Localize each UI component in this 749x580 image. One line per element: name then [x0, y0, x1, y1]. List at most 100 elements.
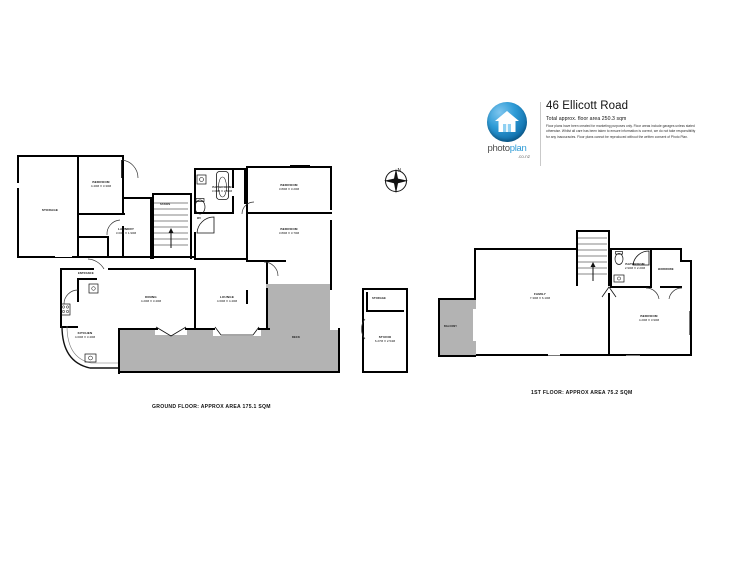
wall [118, 328, 158, 331]
room-label-storage-2: STORAGE [372, 297, 386, 300]
wall [60, 270, 63, 288]
wall [17, 188, 20, 258]
first-floor-plan: FAMILY 7.30m x 6.10m BATHROOM 2.90m x 2.… [430, 215, 720, 405]
wall [185, 328, 215, 331]
door-arc [645, 287, 660, 300]
wall [338, 328, 341, 373]
wall [77, 278, 97, 281]
wall [196, 212, 232, 215]
door-arc [361, 318, 366, 340]
room-name: LAUNDRY [117, 227, 135, 231]
wall [246, 166, 332, 169]
wall [680, 260, 692, 263]
room-name: KITCHEN [77, 331, 93, 335]
door-arc [63, 289, 79, 305]
wall [190, 193, 193, 259]
disclaimer-text: Floor plans have been created for market… [546, 124, 696, 139]
door-arc [263, 261, 279, 277]
wall [122, 197, 152, 200]
wall [366, 292, 369, 311]
wall [330, 220, 333, 290]
wall [79, 213, 125, 216]
wall [246, 212, 249, 262]
wall [244, 168, 247, 204]
room-name: BEDROOM [280, 183, 298, 187]
wall [610, 248, 613, 288]
room-name: BATHROOM [212, 185, 232, 189]
wall [194, 232, 197, 258]
door-arc [121, 159, 139, 179]
room-dimensions: 3.80m x 3.70m [278, 230, 300, 235]
room-label-storage: STORAGE [22, 208, 78, 213]
wall [650, 248, 653, 288]
wall [17, 155, 20, 183]
wall [246, 290, 249, 304]
wall [77, 155, 80, 215]
total-area-text: Total approx. floor area 250.3 sqm [546, 115, 627, 122]
wall [107, 236, 110, 258]
wall [266, 288, 269, 330]
room-dimensions: 4.00m x 3.40m [74, 334, 96, 339]
wall [362, 288, 365, 373]
room-name: LOUNGE [219, 295, 235, 299]
sliding-door [214, 326, 260, 336]
kitchen-bay-wall [61, 326, 122, 369]
wall [610, 286, 650, 289]
wall [610, 248, 682, 251]
wall [194, 168, 197, 214]
door-arc [87, 258, 105, 270]
sink-icon [613, 274, 625, 283]
north-compass: N [381, 166, 411, 196]
room-dimensions: 3.00m x 2.50m [211, 188, 233, 193]
room-label-stairs: STAIRS [160, 203, 171, 206]
wall [122, 226, 125, 258]
photoplan-logo: photoplan .co.nz [478, 100, 536, 168]
room-dimensions: 2.90m x 2.20m [624, 265, 646, 270]
room-name: BEDROOM [280, 227, 298, 231]
wall [330, 166, 333, 210]
wall [77, 213, 80, 258]
deck-area [266, 284, 330, 332]
room-dimensions: 4.20m x 3.90m [638, 317, 660, 322]
logo-domain: .co.nz [517, 153, 530, 159]
room-dimensions: 3.80m x 3.20m [278, 186, 300, 191]
stove-icon [60, 303, 71, 316]
staircase-icon [154, 202, 188, 248]
wall [77, 280, 80, 302]
balcony-area [438, 298, 476, 356]
sink-icon [196, 174, 207, 185]
room-dimensions: 4.20m x 3.40m [140, 298, 162, 303]
wall [17, 256, 55, 259]
house-icon [495, 111, 519, 132]
logo-word-photo: photo [487, 143, 510, 154]
toilet-icon [194, 198, 206, 215]
wall [72, 256, 122, 259]
ground-floor-plan: STORAGE BEDROOM 4.40m x 3.30m LAUNDRY 3.… [0, 140, 430, 425]
room-name: FAMILY [534, 292, 546, 296]
wall [17, 155, 124, 158]
wall [246, 166, 249, 214]
room-label-lounge: LOUNGE 4.60m x 4.40m [198, 295, 256, 304]
door-arc [241, 201, 255, 215]
room-label-wardrobe: WARDROBE [658, 268, 674, 271]
deck-step [155, 330, 187, 335]
first-floor-caption: 1ST FLOOR: APPROX AREA 75.2 SQM [531, 390, 633, 396]
wall [122, 256, 194, 259]
room-dimensions: 4.40m x 3.30m [90, 183, 112, 188]
header-divider [540, 102, 541, 166]
compass-north-label: N [398, 168, 402, 174]
wall [608, 230, 611, 286]
room-label-bedroom-1: BEDROOM 4.40m x 3.30m [72, 180, 130, 189]
wall [194, 276, 197, 328]
balcony-opening [473, 309, 477, 341]
room-dimensions: 6.27m x 2.54m [374, 338, 396, 343]
logo-word-plan: plan [509, 143, 527, 154]
wall [366, 310, 404, 313]
window [548, 355, 560, 357]
wall [610, 354, 692, 357]
wall [258, 328, 270, 331]
room-label-bedroom-1f: BEDROOM 4.20m x 3.90m [620, 314, 678, 323]
room-dimensions: 3.00m x 1.90m [115, 230, 137, 235]
property-address: 46 Ellicott Road [546, 100, 629, 112]
window [626, 355, 640, 357]
